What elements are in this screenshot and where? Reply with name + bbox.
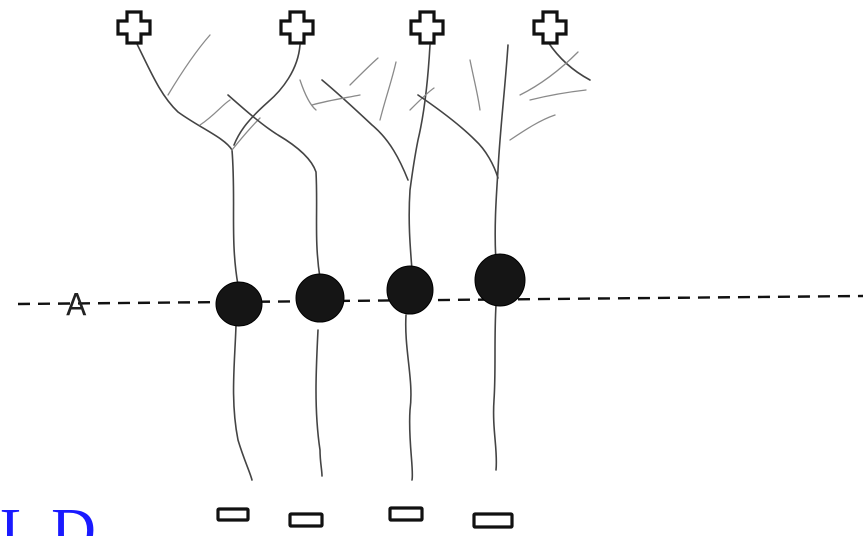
neuron-soma-2 [295, 273, 345, 323]
neuron-soma-3 [386, 265, 434, 315]
minus-sign-3 [388, 506, 424, 522]
neuron-soma-1 [215, 281, 263, 327]
footer-label: L D [0, 497, 96, 536]
dashed-line [17, 294, 863, 306]
neuron-3 [311, 44, 435, 481]
line-label-a: A [66, 288, 87, 323]
plus-sign-2 [279, 10, 315, 45]
plus-sign-4 [532, 10, 568, 45]
neuron-1 [135, 34, 263, 481]
neuron-2 [227, 44, 345, 477]
plus-sign-3 [409, 10, 445, 45]
minus-sign-1 [216, 507, 250, 522]
minus-sign-4 [472, 512, 514, 529]
neuron-4 [417, 41, 591, 471]
minus-sign-2 [288, 512, 324, 528]
neuron-soma-4 [474, 253, 526, 307]
plus-sign-1 [116, 10, 152, 45]
